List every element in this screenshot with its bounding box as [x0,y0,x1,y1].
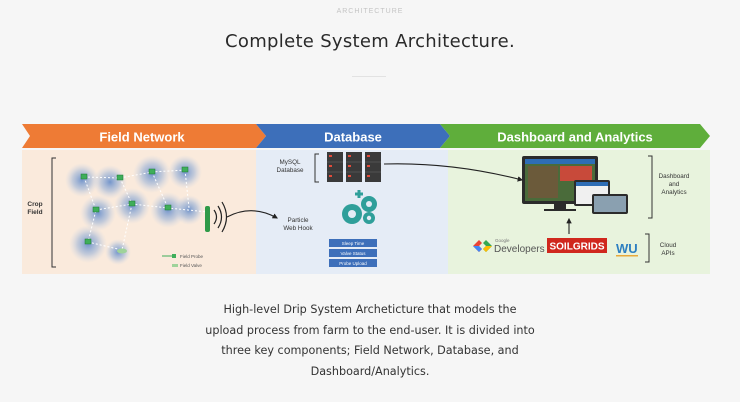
dashboard-label-line3: Analytics [661,189,686,196]
server-rack-icon [327,152,381,182]
legend-field-valve: Field Valve [180,263,202,268]
diagram-caption: High-level Drip System Archeticture that… [170,300,570,382]
gateway-to-webhook-arrow [226,210,278,219]
data-fields-list: Sleep Time Valve Status Probe Upload [329,239,377,267]
soilgrids-wordmark: SOILGRIDS [549,242,604,253]
caption-line: High-level Drip System Archeticture that… [223,303,517,316]
field-network-heading: Field Network [99,130,185,145]
field-valve-status: Valve Status [341,251,367,256]
dashboard-label-line1: Dashboard [659,173,690,180]
field-sleep-time: Sleep Time [342,241,365,246]
dashboard-devices-icon [522,156,628,214]
dashboard-label-line2: and [669,181,680,188]
database-bracket [314,153,319,183]
section-eyebrow: ARCHITECTURE [336,8,404,15]
mysql-label-line1: MySQL [280,159,301,166]
weather-underground-logo: WU [616,241,638,257]
field-probe-upload: Probe Upload [339,261,367,266]
developers-wordmark: Developers [494,244,545,255]
dashboard-heading: Dashboard and Analytics [497,130,653,145]
page-title: Complete System Architecture. [225,31,515,52]
database-to-dashboard-arrow [383,163,524,182]
field-probe-nodes [80,166,189,245]
field-valve-nodes [117,248,127,254]
mesh-links [83,169,209,251]
crop-field-bracket [51,157,56,268]
google-developers-logo: Google Developers [473,238,545,255]
architecture-diagram: Field Network Database Dashboard and Ana… [22,124,710,274]
title-divider [352,76,386,77]
google-wordmark: Google [495,238,510,243]
gateway-antenna-icon [205,201,228,233]
cloud-apis-label-line1: Cloud [660,242,677,249]
crop-field-label-line2: Field [27,209,42,216]
cloud-gears-icon [342,190,377,224]
caption-line: upload process from farm to the end-user… [205,323,535,337]
dashboard-bracket [648,155,653,219]
webhook-label-line2: Web Hook [283,225,313,232]
webhook-label-line1: Particle [288,217,309,224]
cloud-apis-bracket [645,233,650,263]
soilgrids-logo: SOILGRIDS [547,238,607,253]
wu-wordmark: WU [616,241,638,256]
caption-line: Dashboard/Analytics. [310,364,430,378]
database-banner [256,124,450,148]
mysql-label-line2: Database [277,167,304,174]
field-network-banner [22,124,266,148]
caption-line: three key components; Field Network, Dat… [221,344,519,357]
legend-field-probe: Field Probe [180,254,204,259]
database-heading: Database [324,130,382,145]
cloud-apis-label-line2: APIs [661,250,674,257]
field-legend: Field Probe Field Valve [162,254,204,268]
crop-field-label-line1: Crop [27,201,42,208]
dashboard-banner [440,124,710,148]
